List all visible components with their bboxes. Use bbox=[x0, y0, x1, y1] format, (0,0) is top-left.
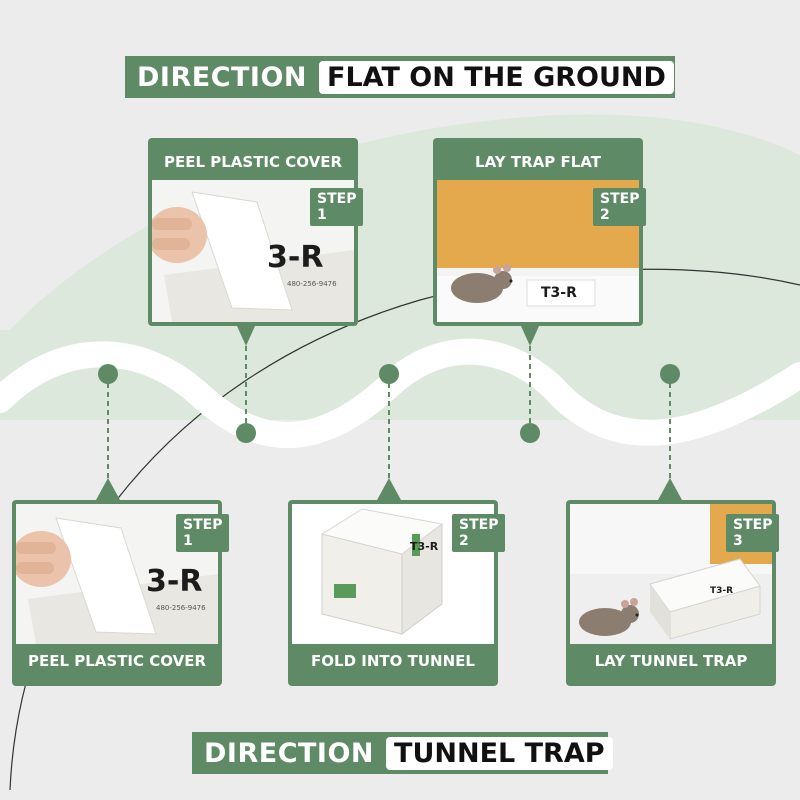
bottom-step-3-brand: T3-R bbox=[710, 586, 734, 596]
top-heading: DIRECTION FLAT ON THE GROUND bbox=[125, 56, 675, 98]
node-top-1 bbox=[236, 423, 256, 443]
bottom-step-1-phone: 480-256-9476 bbox=[156, 604, 206, 612]
top-step-2-brand: T3-R bbox=[541, 285, 577, 301]
node-bottom-2 bbox=[379, 364, 399, 384]
pointer-bottom-2 bbox=[377, 478, 401, 500]
top-step-2-badge: STEP 2 bbox=[593, 188, 647, 226]
node-bottom-1 bbox=[98, 364, 118, 384]
top-heading-value: FLAT ON THE GROUND bbox=[319, 60, 674, 94]
top-step-card-2: LAY TRAP FLAT T3-R STEP 2 bbox=[433, 138, 647, 326]
top-step-1-brand: 3-R bbox=[267, 240, 324, 275]
bottom-step-3-caption: LAY TUNNEL TRAP bbox=[594, 652, 748, 670]
bottom-step-card-3: T3-R STEP 3 LAY TUNNEL TRAP bbox=[566, 500, 780, 686]
pointer-top-1 bbox=[237, 326, 255, 346]
node-top-2 bbox=[520, 423, 540, 443]
top-heading-label: DIRECTION bbox=[137, 61, 308, 93]
top-step-1-badge: STEP 1 bbox=[310, 188, 364, 226]
bottom-step-1-brand: 3-R bbox=[146, 564, 203, 599]
bottom-heading-value: TUNNEL TRAP bbox=[386, 736, 613, 770]
bottom-heading: DIRECTION TUNNEL TRAP bbox=[192, 732, 613, 774]
pointer-bottom-1 bbox=[96, 478, 120, 500]
top-step-1-caption: PEEL PLASTIC COVER bbox=[163, 153, 343, 171]
top-step-card-1: PEEL PLASTIC COVER 3-R 480-256-9476 STEP… bbox=[148, 138, 364, 326]
bottom-step-3-photo: T3-R bbox=[570, 504, 772, 644]
bottom-step-2-brand: T3-R bbox=[410, 540, 439, 553]
bottom-step-card-1: 3-R 480-256-9476 STEP 1 PEEL PLASTIC COV… bbox=[12, 500, 230, 686]
bottom-step-3-badge: STEP 3 bbox=[726, 514, 780, 552]
top-step-1-phone: 480-256-9476 bbox=[287, 280, 337, 288]
bottom-step-1-badge: STEP 1 bbox=[176, 514, 230, 552]
bottom-step-2-badge: STEP 2 bbox=[452, 514, 506, 552]
bottom-step-1-caption: PEEL PLASTIC COVER bbox=[27, 652, 207, 670]
bottom-step-card-2: T3-R STEP 2 FOLD INTO TUNNEL bbox=[288, 500, 506, 686]
pointer-top-2 bbox=[521, 326, 539, 346]
node-bottom-3 bbox=[660, 364, 680, 384]
pointer-bottom-3 bbox=[658, 478, 682, 500]
top-step-2-caption: LAY TRAP FLAT bbox=[475, 153, 601, 171]
bottom-step-2-caption: FOLD INTO TUNNEL bbox=[311, 652, 475, 670]
bottom-heading-label: DIRECTION bbox=[204, 737, 375, 769]
